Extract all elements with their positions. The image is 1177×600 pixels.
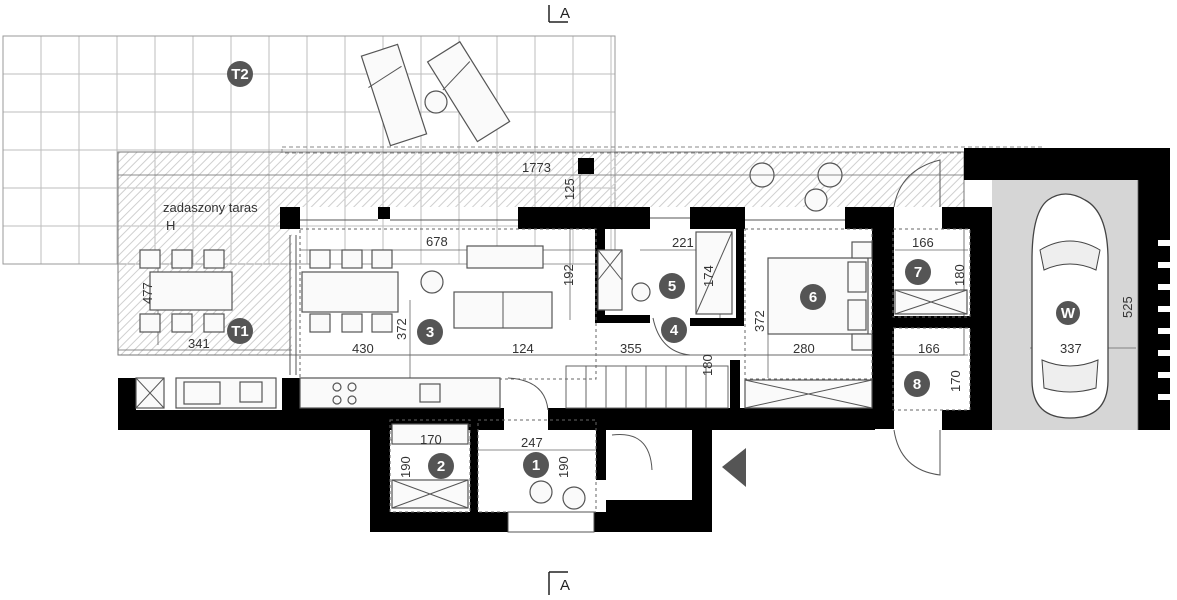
dimension-labels: 1773 125 678 221 166 192 174 180 477 341…: [140, 160, 1135, 478]
dim-341: 341: [188, 336, 210, 351]
dim-124: 124: [512, 341, 534, 356]
svg-text:1: 1: [532, 457, 540, 474]
dim-190a: 190: [398, 456, 413, 478]
dim-166b: 166: [918, 341, 940, 356]
marker-t2: T2: [227, 61, 253, 87]
dim-174: 174: [701, 265, 716, 287]
dim-166a: 166: [912, 235, 934, 250]
dim-525: 525: [1120, 296, 1135, 318]
dim-280: 280: [793, 341, 815, 356]
side-table: [424, 90, 448, 114]
storage-units: [391, 289, 968, 509]
svg-text:2: 2: [437, 458, 445, 475]
room-1-outline: [477, 419, 597, 513]
doors: [507, 159, 941, 533]
terrace-t2-tiles: [2, 35, 616, 265]
svg-text:5: 5: [668, 278, 676, 295]
room-2-outline: [389, 419, 471, 513]
room-markers: T2 T1 1 2 3 4 5 6: [227, 61, 1082, 479]
entrance-arrow-icon: [722, 448, 746, 487]
kitchen: [135, 377, 501, 409]
terrace-mark: H: [166, 218, 175, 233]
marker-2: 2: [428, 453, 454, 479]
windows: [289, 217, 845, 375]
bed: [767, 241, 873, 351]
svg-text:3: 3: [426, 324, 434, 341]
dim-678: 678: [426, 234, 448, 249]
svg-text:4: 4: [670, 322, 679, 339]
room-8-outline: [892, 327, 971, 411]
garage-side-bars: [1158, 240, 1170, 400]
dim-221: 221: [672, 235, 694, 250]
wardrobe: [744, 379, 873, 409]
dim-190b: 190: [556, 456, 571, 478]
svg-text:6: 6: [809, 289, 817, 306]
dim-430: 430: [352, 341, 374, 356]
marker-4: 4: [661, 317, 687, 343]
terrace-dining-set: [139, 249, 233, 333]
marker-6: 6: [800, 284, 826, 310]
dim-372b: 372: [752, 310, 767, 332]
dim-1773: 1773: [522, 160, 551, 175]
marker-t1: T1: [227, 318, 253, 344]
bathroom-fixtures: [597, 231, 733, 315]
dimension-lines: [118, 174, 1139, 451]
dim-192: 192: [561, 264, 576, 286]
dim-170b: 170: [420, 432, 442, 447]
marker-8: 8: [904, 371, 930, 397]
dim-180a: 180: [952, 264, 967, 286]
dim-355: 355: [620, 341, 642, 356]
svg-text:T2: T2: [231, 66, 249, 83]
lounge-chair-1: [360, 43, 428, 147]
walls: [118, 148, 1170, 532]
svg-text:7: 7: [914, 264, 922, 281]
section-mark-bottom: A: [548, 571, 570, 595]
dim-180b: 180: [700, 354, 715, 376]
dim-477: 477: [140, 282, 155, 304]
dim-372a: 372: [394, 318, 409, 340]
dim-247: 247: [521, 435, 543, 450]
lounge-chair-2: [426, 40, 511, 143]
room-7-outline: [892, 228, 971, 318]
living-furniture: [301, 245, 553, 333]
hall-chair: [562, 486, 586, 510]
section-label-top: A: [560, 5, 570, 22]
marker-5: 5: [659, 273, 685, 299]
dim-170: 170: [948, 370, 963, 392]
svg-text:8: 8: [913, 376, 921, 393]
terrace-label: zadaszony taras: [163, 200, 258, 215]
marker-3: 3: [417, 319, 443, 345]
svg-text:T1: T1: [231, 323, 249, 340]
terrace-table: [804, 188, 828, 212]
marker-w: W: [1054, 299, 1082, 327]
svg-text:W: W: [1061, 305, 1076, 322]
section-label-bottom: A: [560, 577, 570, 594]
marker-7: 7: [905, 259, 931, 285]
dim-125: 125: [562, 178, 577, 200]
hall-pouf: [529, 480, 553, 504]
marker-1: 1: [523, 452, 549, 478]
section-mark-top: A: [548, 5, 570, 23]
stairs: [565, 365, 729, 409]
dim-337: 337: [1060, 341, 1082, 356]
